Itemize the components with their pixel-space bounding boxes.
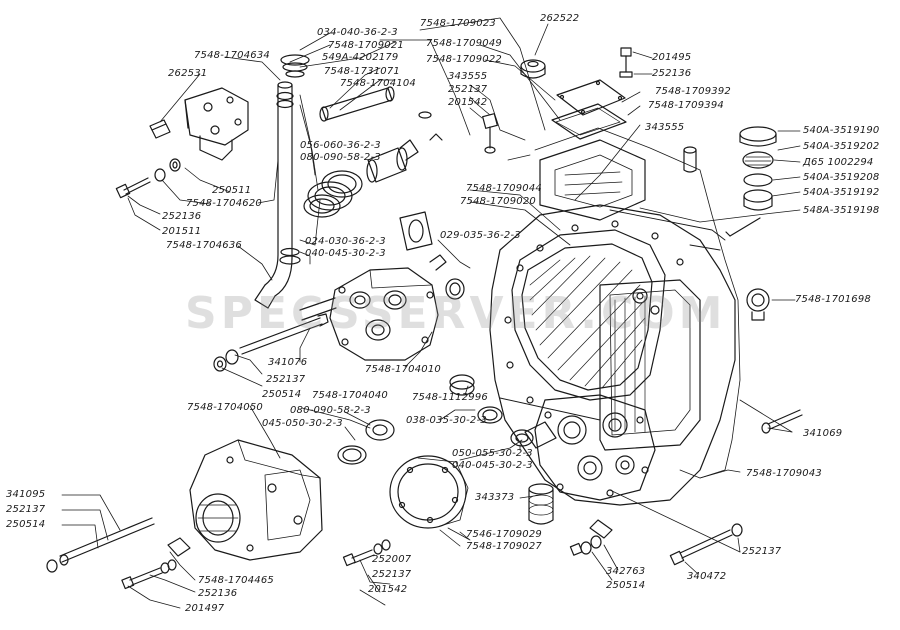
label-part: 029-035-36-2-3 xyxy=(440,230,521,241)
filter-assembly xyxy=(683,126,777,237)
label-part: 252007 xyxy=(372,554,412,565)
label-part: 7548-1112996 xyxy=(412,392,488,403)
label-part: 262531 xyxy=(168,68,208,79)
label-part: 250511 xyxy=(212,185,252,196)
round-cover xyxy=(389,455,469,529)
long-bolt-341076 xyxy=(213,313,329,372)
label-part: 034-040-36-2-3 xyxy=(317,27,398,38)
actuator-unit xyxy=(167,439,323,561)
bolt-341069 xyxy=(761,409,803,434)
label-part: 252137 xyxy=(742,546,782,557)
label-part: 050-055-30-2-3 xyxy=(452,448,533,459)
label-part: 038-035-30-2-3 xyxy=(406,415,487,426)
piston-rings xyxy=(337,419,395,465)
label-part: 252136 xyxy=(162,211,202,222)
oil-pipe xyxy=(254,54,310,309)
label-part: 7548-1704050 xyxy=(187,402,263,413)
label-part: 540A-3519208 xyxy=(803,172,880,183)
label-part: 024-030-36-2-3 xyxy=(305,236,386,247)
label-part: 250514 xyxy=(262,389,302,400)
label-part: 040-045-30-2-3 xyxy=(452,460,533,471)
label-part: 7548-1704634 xyxy=(194,50,270,61)
label-part: 201497 xyxy=(185,603,225,614)
label-part: 7548-1709021 xyxy=(328,40,404,51)
seal-rings xyxy=(303,170,363,218)
label-part: 056-060-36-2-3 xyxy=(300,140,381,151)
label-part: 262522 xyxy=(540,13,580,24)
label-part: 7548-1709027 xyxy=(466,541,542,552)
pump-washers xyxy=(445,278,557,449)
filter-343373 xyxy=(528,483,554,525)
label-part: 343555 xyxy=(448,71,488,82)
pump-body xyxy=(299,254,447,361)
label-part: 7546-1709029 xyxy=(466,529,542,540)
label-part: 252137 xyxy=(6,504,46,515)
label-part: 7548-1704636 xyxy=(166,240,242,251)
label-part: 540A-3519192 xyxy=(803,187,880,198)
label-part: 7548-1709049 xyxy=(426,38,502,49)
label-part: 040-045-30-2-3 xyxy=(305,248,386,259)
bolt-340472 xyxy=(669,523,743,566)
label-part: 7548-1701698 xyxy=(795,294,871,305)
label-part: 340472 xyxy=(687,571,727,582)
label-part: 343555 xyxy=(645,122,685,133)
label-part: 540A-3519190 xyxy=(803,125,880,136)
watermark: SPECSSERVER.COM xyxy=(185,288,727,339)
label-part: 540A-3519202 xyxy=(803,141,880,152)
label-part: 7548-1704620 xyxy=(186,198,262,209)
label-part: 7548-1709044 xyxy=(466,183,542,194)
label-part: 7548-1704104 xyxy=(340,78,416,89)
label-part: 7548-1704465 xyxy=(198,575,274,586)
label-part: Д65 1002294 xyxy=(803,157,874,168)
label-part: 341095 xyxy=(6,489,46,500)
bolt-201542 xyxy=(342,539,391,567)
label-part: 252137 xyxy=(372,569,412,580)
label-part: 250514 xyxy=(6,519,46,530)
label-part: 7548-1709020 xyxy=(460,196,536,207)
label-part: 7548-1704040 xyxy=(312,390,388,401)
label-part: 250514 xyxy=(606,580,646,591)
label-part: 341076 xyxy=(268,357,308,368)
gearbox-housing xyxy=(489,127,741,506)
label-part: 343373 xyxy=(475,492,515,503)
label-part: 080-090-58-2-3 xyxy=(290,405,371,416)
label-part: 7548-1731071 xyxy=(324,66,400,77)
top-cover-plates xyxy=(551,79,627,140)
label-part: 549A-4202179 xyxy=(322,52,399,63)
valve-block xyxy=(149,87,249,161)
label-part: 341069 xyxy=(803,428,843,439)
label-part: 252136 xyxy=(198,588,238,599)
bolt-201511-set xyxy=(115,158,181,199)
label-part: 252137 xyxy=(266,374,306,385)
breather-cap xyxy=(520,59,546,79)
label-part: 7548-1704010 xyxy=(365,364,441,375)
long-bolt-341095 xyxy=(46,517,155,573)
label-part: 080-090-58-2-3 xyxy=(300,152,381,163)
square-gasket xyxy=(399,211,433,251)
label-part: 201495 xyxy=(652,52,692,63)
label-part: 045-050-30-2-3 xyxy=(262,418,343,429)
pipe-1709023 xyxy=(319,86,419,183)
label-part: 342763 xyxy=(606,566,646,577)
label-part: 7548-1709043 xyxy=(746,468,822,479)
pipe-fittings xyxy=(418,111,498,154)
label-part: 7548-1709022 xyxy=(426,54,502,65)
plug-1701698 xyxy=(746,288,770,321)
bolt-201497 xyxy=(121,559,177,590)
label-part: 7548-1709392 xyxy=(655,86,731,97)
label-part: 201542 xyxy=(448,97,488,108)
leader-lines xyxy=(61,17,801,609)
connector-lines xyxy=(499,209,726,421)
label-part: 7548-1709023 xyxy=(420,18,496,29)
label-part: 548A-3519198 xyxy=(803,205,880,216)
label-part: 201511 xyxy=(162,226,202,237)
label-part: 7548-1709394 xyxy=(648,100,724,111)
label-part: 252137 xyxy=(448,84,488,95)
label-part: 201542 xyxy=(368,584,408,595)
label-part: 252136 xyxy=(652,68,692,79)
bolt-342763-set xyxy=(569,519,613,556)
bolt-201495 xyxy=(619,47,633,78)
